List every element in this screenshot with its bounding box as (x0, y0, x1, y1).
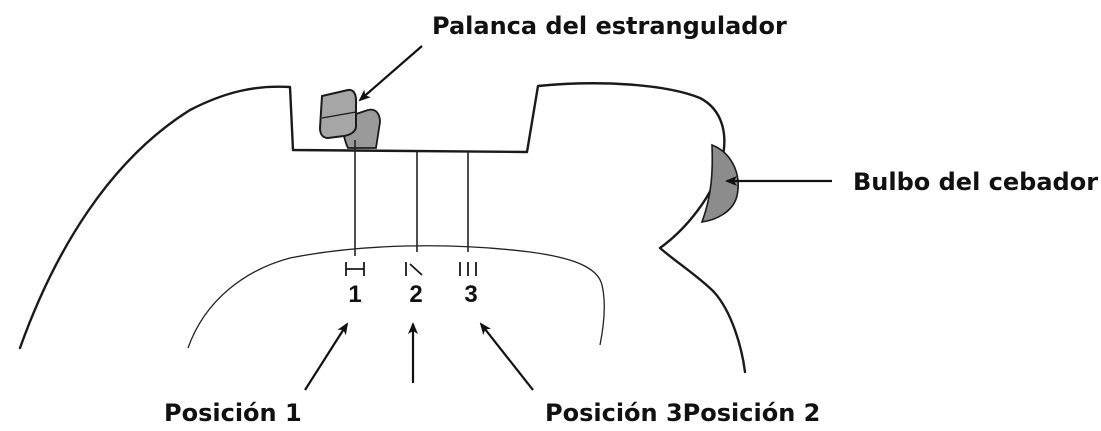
label-position-3-2: Posición 3Posición 2 (545, 399, 820, 427)
position-number-3: 3 (464, 281, 477, 308)
housing-outline (18, 82, 747, 374)
lower-panel-outline (187, 245, 605, 349)
arrow-position-1 (304, 322, 349, 391)
arrow-position-3 (479, 322, 534, 391)
position-number-2: 2 (409, 281, 422, 308)
choke-open-icon (459, 262, 477, 276)
label-primer-bulb: Bulbo del cebador (853, 168, 1098, 196)
choke-closed-icon (345, 262, 365, 276)
primer-bulb-shape (700, 143, 739, 223)
choke-half-icon (405, 262, 423, 276)
label-choke-lever: Palanca del estrangulador (432, 12, 787, 40)
position-number-1: 1 (348, 281, 361, 308)
label-position-1: Posición 1 (164, 399, 302, 427)
arrow-choke-lever (358, 45, 423, 102)
choke-lever (318, 88, 381, 149)
